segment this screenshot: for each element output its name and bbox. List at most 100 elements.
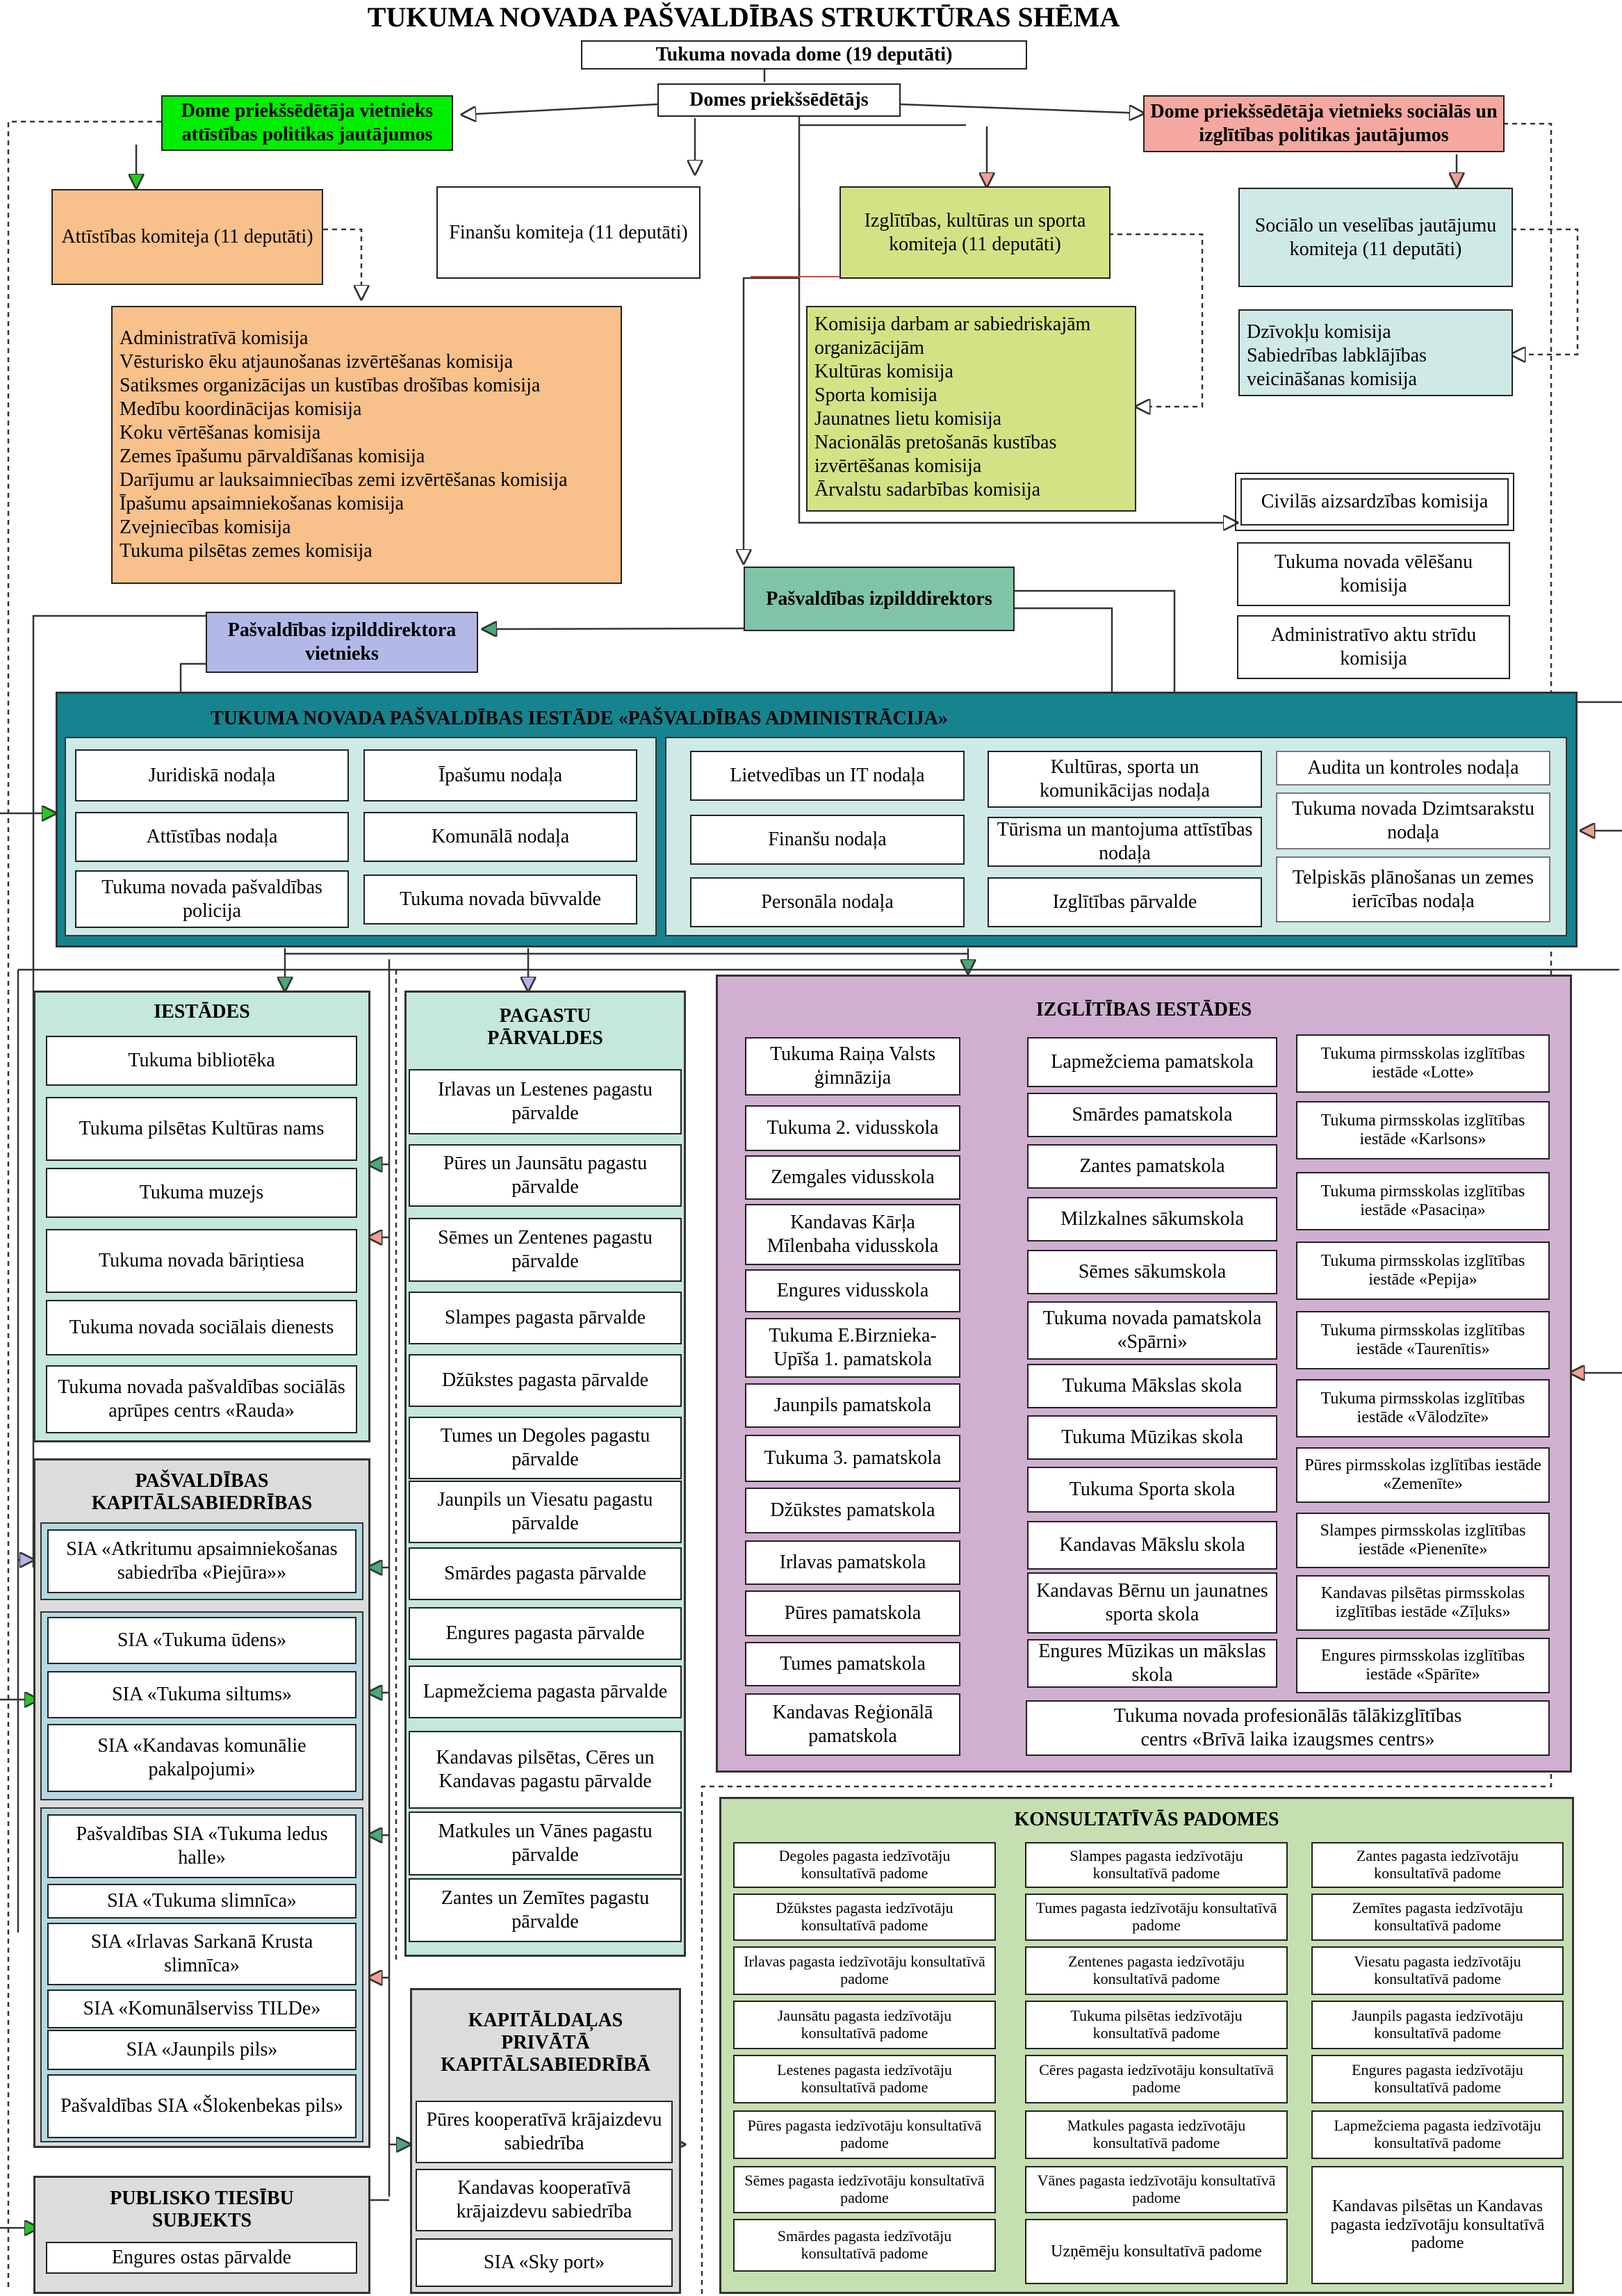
parish-item: Slampes pagasta pārvalde <box>409 1292 682 1344</box>
school-item: Engures Mūzikas un mākslas skola <box>1027 1639 1277 1688</box>
admin-unit: Īpašumu nodaļa <box>363 749 637 801</box>
parishes-title: PAGASTU PĀRVALDES <box>487 1005 603 1050</box>
chair-box: Domes priekšsēdētājs <box>657 83 901 117</box>
admin-disputes-commission: Administratīvo aktu strīdu komisija <box>1237 615 1510 679</box>
companies-title: PAŠVALDĪBAS KAPITĀLSABIEDRĪBAS <box>91 1470 313 1515</box>
admin-unit: Juridiskā nodaļa <box>75 749 349 801</box>
school-item: Kandavas Kārļa Mīlenbaha vidusskola <box>745 1204 960 1265</box>
councils-title: KONSULTATĪVĀS PADOMES <box>1014 1809 1279 1830</box>
school-item: Sēmes sākumskola <box>1027 1250 1277 1294</box>
admin-unit: Tukuma novada Dzimtsarakstu nodaļa <box>1276 792 1550 849</box>
commission-item: Komisija darbam ar sabiedriskajām <box>814 314 1091 335</box>
company-item: Pašvaldības SIA «Šlokenbekas pils» <box>47 2074 357 2138</box>
school-item: Zemgales vidusskola <box>745 1155 960 1200</box>
admin-unit: Komunālā nodaļa <box>363 812 637 862</box>
school-item: Tukuma Mākslas skola <box>1027 1364 1277 1408</box>
parish-item: Engures pagasta pārvalde <box>409 1607 682 1660</box>
admin-unit: Tukuma novada būvvalde <box>363 874 637 925</box>
commission-item: Nacionālās pretošanās kustības <box>814 432 1057 453</box>
deputy-director-box: Pašvaldības izpilddirektora vietnieks <box>206 612 478 673</box>
schools-title: IZGLĪTĪBAS IESTĀDES <box>1035 999 1252 1020</box>
school-item: Tukuma Sporta skola <box>1027 1467 1277 1513</box>
council-item: Jaunsātu pagasta iedzīvotāju konsultatīv… <box>733 2001 996 2049</box>
school-item: Tukuma 2. vidusskola <box>745 1105 960 1151</box>
admin-unit: Personāla nodaļa <box>690 877 965 927</box>
institution-item: Tukuma pilsētas Kultūras nams <box>46 1097 357 1161</box>
company-item: SIA «Komunālserviss TILDe» <box>47 1989 357 2028</box>
admin-unit: Attīstības nodaļa <box>75 812 349 862</box>
education-committee: Izglītības, kultūras un sporta komiteja … <box>839 186 1111 279</box>
administration-title: TUKUMA NOVADA PAŠVALDĪBAS IESTĀDE «PAŠVA… <box>211 708 948 729</box>
council-item: Lestenes pagasta iedzīvotāju konsultatīv… <box>733 2055 996 2103</box>
company-item: SIA «Jaunpils pils» <box>47 2030 357 2070</box>
school-item: Kandavas pilsētas pirmsskolas izglītības… <box>1296 1575 1550 1631</box>
school-item: Tukuma pirmsskolas izglītības iestāde «P… <box>1296 1172 1550 1230</box>
school-item: Tukuma 3. pamatskola <box>745 1435 960 1482</box>
company-item: SIA «Kandavas komunālie pakalpojumi» <box>47 1724 357 1792</box>
commission-item: izvērtēšanas komisija <box>814 455 982 477</box>
parish-item: Smārdes pagasta pārvalde <box>409 1547 682 1600</box>
school-item: Tukuma pirmsskolas izglītības iestāde «T… <box>1296 1311 1550 1369</box>
commission-item: Darījumu ar lauksaimniecības zemi izvērt… <box>120 469 568 491</box>
company-item: SIA «Irlavas Sarkanā Krusta slimnīca» <box>47 1923 357 1985</box>
commission-item: Tukuma pilsētas zemes komisija <box>120 540 372 562</box>
school-item: Irlavas pamatskola <box>745 1540 960 1585</box>
commission-item: Administratīvā komisija <box>120 327 309 349</box>
commission-item: Jaunatnes lietu komisija <box>814 408 1002 430</box>
page-title: TUKUMA NOVADA PAŠVALDĪBAS STRUKTŪRAS SHĒ… <box>367 1 1120 33</box>
civil-defense-commission: Civilās aizsardzības komisija <box>1235 473 1514 531</box>
parish-item: Lapmežciema pagasta pārvalde <box>409 1666 682 1718</box>
development-commissions-list: Administratīvā komisija Vēsturisko ēku a… <box>111 306 622 584</box>
public-law-item: Engures ostas pārvalde <box>46 2242 357 2274</box>
school-item: Engures vidusskola <box>745 1269 960 1312</box>
council-item: Pūres pagasta iedzīvotāju konsultatīvā p… <box>733 2110 996 2159</box>
school-item: Tukuma E.Birznieka-Upīša 1. pamatskola <box>745 1318 960 1378</box>
school-item: Pūres pirmsskolas izglītības iestāde «Ze… <box>1296 1447 1550 1503</box>
institution-item: Tukuma bibliotēka <box>46 1036 357 1086</box>
admin-unit: Tūrisma un mantojuma attīstības nodaļa <box>988 817 1262 867</box>
commission-item: organizācijām <box>814 337 925 359</box>
commission-item: Dzīvokļu komisija <box>1247 321 1391 343</box>
school-item: Smārdes pamatskola <box>1027 1093 1277 1137</box>
school-item: Engures pirmsskolas izglītības iestāde «… <box>1296 1638 1550 1693</box>
admin-unit: Tukuma novada pašvaldības policija <box>75 870 349 928</box>
school-item: Milzkalnes sākumskola <box>1027 1197 1277 1241</box>
school-item: Zantes pamatskola <box>1027 1144 1277 1189</box>
social-commissions-list: Dzīvokļu komisija Sabiedrības labklājība… <box>1238 309 1513 396</box>
council-item: Slampes pagasta iedzīvotāju konsultatīvā… <box>1025 1842 1288 1888</box>
school-item: Slampes pirmsskolas izglītības iestāde «… <box>1296 1513 1550 1568</box>
school-item: Tukuma novada pamatskola «Spārni» <box>1027 1301 1277 1360</box>
school-item: Tukuma pirmsskolas izglītības iestāde «P… <box>1296 1241 1550 1300</box>
executive-director-box: Pašvaldības izpilddirektors <box>744 567 1015 631</box>
council-item: Smārdes pagasta iedzīvotāju konsultatīvā… <box>733 2219 996 2272</box>
institution-item: Tukuma novada bāriņtiesa <box>46 1229 357 1293</box>
council-item: Jaunpils pagasta iedzīvotāju konsultatīv… <box>1311 2001 1564 2049</box>
school-item: Tumes pamatskola <box>745 1642 960 1686</box>
school-item: Džūkstes pamatskola <box>745 1488 960 1533</box>
council-item: Uzņēmēju konsultatīvā padome <box>1025 2219 1288 2284</box>
admin-unit: Telpiskās plānošanas un zemes ierīcības … <box>1276 856 1550 922</box>
commission-item: Zvejniecības komisija <box>120 516 291 538</box>
council-item: Irlavas pagasta iedzīvotāju konsultatīvā… <box>733 1946 996 1995</box>
company-item: Pašvaldības SIA «Tukuma ledus halle» <box>47 1814 357 1878</box>
school-item: Tukuma Raiņa Valsts ģimnāzija <box>745 1037 960 1096</box>
council-item: Degoles pagasta iedzīvotāju konsultatīvā… <box>733 1842 996 1888</box>
institution-item: Tukuma muzejs <box>46 1168 357 1218</box>
school-item: Lapmežciema pamatskola <box>1027 1037 1277 1087</box>
school-item: Jaunpils pamatskola <box>745 1383 960 1428</box>
company-item: SIA «Tukuma ūdens» <box>47 1617 357 1664</box>
parish-item: Džūkstes pagasta pārvalde <box>409 1354 682 1407</box>
school-item: Tukuma pirmsskolas izglītības iestāde «L… <box>1296 1034 1550 1093</box>
commission-item: Vēsturisko ēku atjaunošanas izvērtēšanas… <box>120 351 514 373</box>
school-item: Kandavas Bērnu un jaunatnes sporta skola <box>1027 1572 1277 1634</box>
council-item: Vānes pagasta iedzīvotāju konsultatīvā p… <box>1025 2166 1288 2213</box>
admin-unit: Kultūras, sporta un komunikācijas nodaļa <box>988 751 1262 808</box>
election-commission: Tukuma novada vēlēšanu komisija <box>1237 542 1510 606</box>
school-item: Tukuma pirmsskolas izglītības iestāde «K… <box>1296 1101 1550 1159</box>
institutions-title: IESTĀDES <box>154 1001 250 1023</box>
council-item: Džūkstes pagasta iedzīvotāju konsultatīv… <box>733 1894 996 1941</box>
commission-item: Zemes īpašumu pārvaldīšanas komisija <box>120 446 425 467</box>
public-law-title: PUBLISKO TIESĪBU SUBJEKTS <box>110 2188 294 2232</box>
institution-item: Tukuma novada sociālais dienests <box>46 1300 357 1355</box>
commission-item: Medību koordinācijas komisija <box>120 398 362 420</box>
